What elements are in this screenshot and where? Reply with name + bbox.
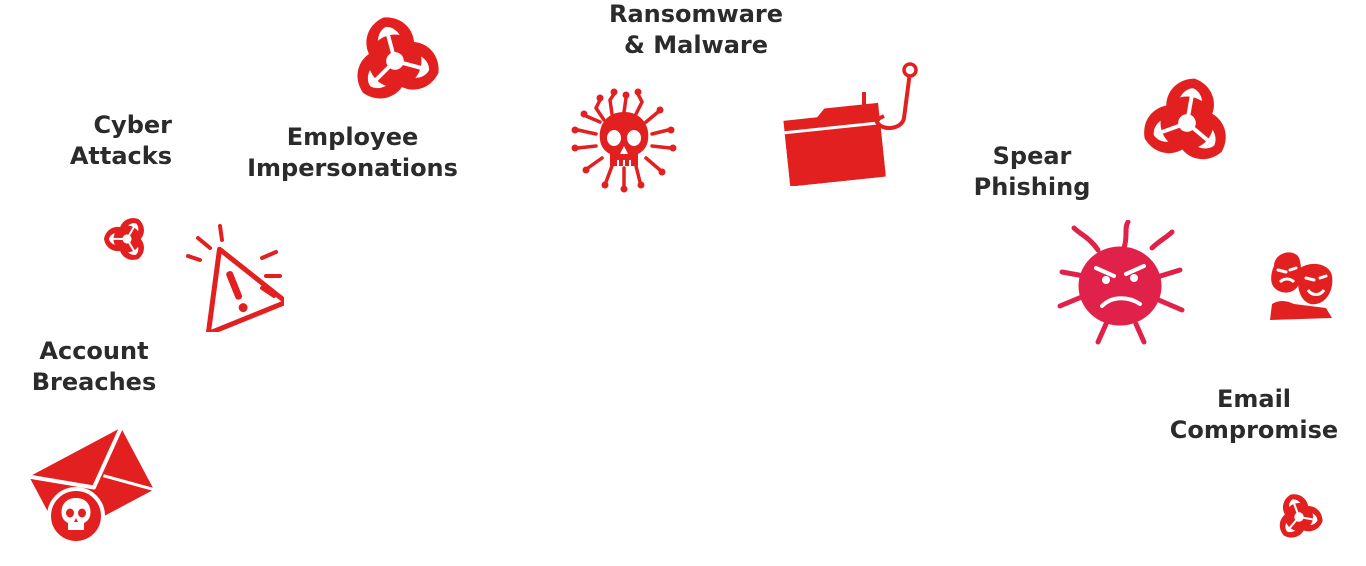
label-cyber-attacks: Cyber Attacks — [52, 110, 172, 172]
envelope-skull-icon — [28, 426, 155, 545]
label-line: Breaches — [31, 368, 157, 396]
phishing-folder-hook-icon — [783, 62, 918, 186]
label-line: Account — [39, 337, 149, 365]
label-line: Impersonations — [247, 154, 458, 182]
biohazard-icon — [346, 12, 444, 110]
label-line: Email — [1216, 385, 1292, 413]
label-line: Phishing — [973, 173, 1091, 201]
label-line: Spear — [992, 142, 1072, 170]
label-account-breaches: Account Breaches — [28, 336, 160, 398]
label-line: Cyber — [93, 111, 172, 139]
warning-triangle-icon — [186, 224, 284, 332]
label-email-compromise: Email Compromise — [1163, 384, 1345, 446]
biohazard-icon — [1138, 74, 1236, 172]
biohazard-icon — [102, 214, 152, 264]
label-employee-impersonations: Employee Impersonations — [240, 122, 465, 184]
label-line: Attacks — [69, 142, 172, 170]
label-ransomware-malware: Ransomware & Malware — [600, 0, 792, 61]
skull-virus-icon — [571, 88, 677, 193]
label-line: Compromise — [1169, 416, 1339, 444]
angry-bug-icon — [1057, 220, 1185, 345]
label-spear-phishing: Spear Phishing — [970, 141, 1094, 203]
theater-masks-icon — [1270, 252, 1333, 320]
label-line: Ransomware — [608, 0, 784, 28]
label-line: & Malware — [623, 31, 769, 59]
biohazard-icon — [1273, 491, 1325, 543]
label-line: Employee — [286, 123, 419, 151]
